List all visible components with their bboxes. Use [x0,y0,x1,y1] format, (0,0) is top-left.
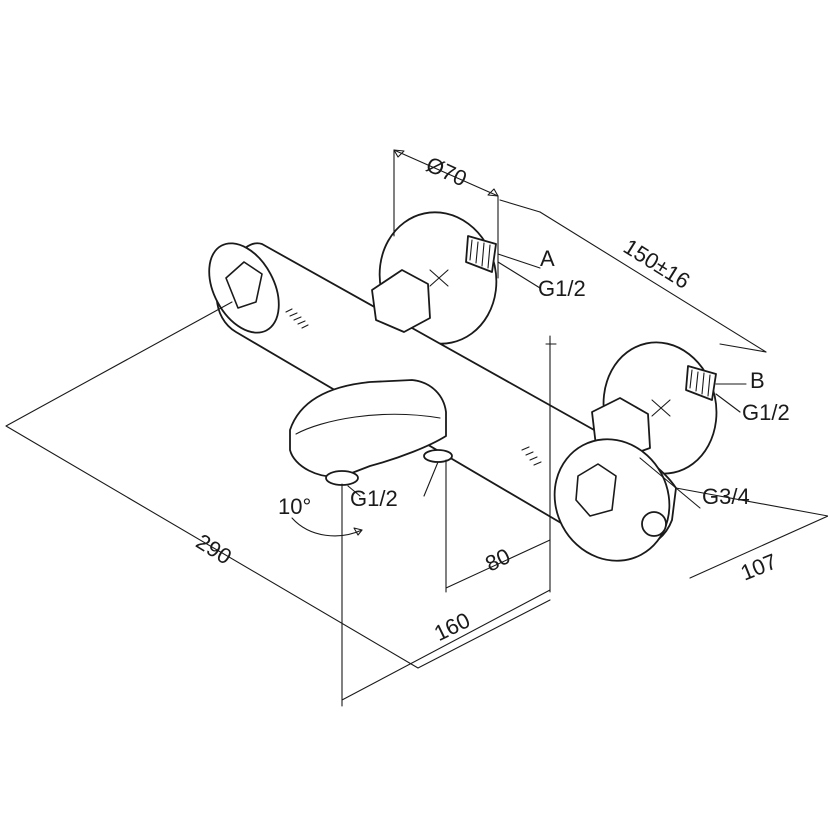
dim-rosette-diameter: Ø70 [422,152,470,192]
dim-outlet-offset: 160 [430,607,474,646]
label-shower-outlet-thread: G1/2 [350,486,398,511]
bath-spout [289,379,453,486]
label-inlet-a-thread: G1/2 [538,276,586,301]
mixer-body [208,242,677,562]
label-outlet-thread: G3/4 [702,484,750,509]
label-angle: 10° [278,494,311,519]
dimension-lines [5,149,828,707]
dim-overall-length: 290 [192,529,236,570]
label-inlet-a: A [540,246,555,271]
label-inlet-b: B [750,368,765,393]
dim-outlet-to-axis: 80 [481,543,514,576]
label-inlet-b-thread: G1/2 [742,400,790,425]
